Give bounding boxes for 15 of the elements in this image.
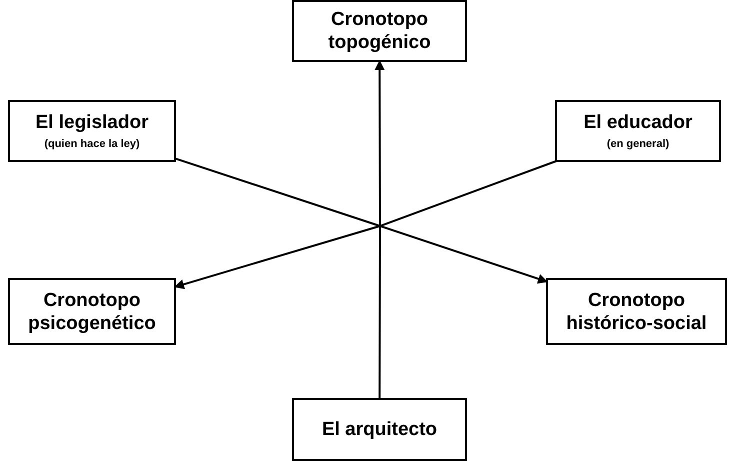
text-box: [546, 278, 727, 345]
node-title: Cronotopo psicogenético: [27, 288, 157, 334]
node-title: El educador: [584, 110, 692, 134]
text-box: [8, 278, 176, 345]
node-subtitle: (en general): [606, 136, 670, 152]
text-box: [292, 0, 467, 62]
node-title: El arquitecto: [322, 418, 438, 441]
node-title: Cronotopo topogénico: [327, 8, 432, 54]
text-box: [292, 398, 467, 461]
text-box: [8, 100, 176, 162]
text-box: [555, 100, 721, 162]
arrow: [374, 60, 385, 399]
node-title: Cronotopo histórico-social: [565, 288, 708, 334]
node-subtitle: (quien hace la ley): [44, 136, 140, 152]
node-title: El legislador: [36, 110, 148, 134]
